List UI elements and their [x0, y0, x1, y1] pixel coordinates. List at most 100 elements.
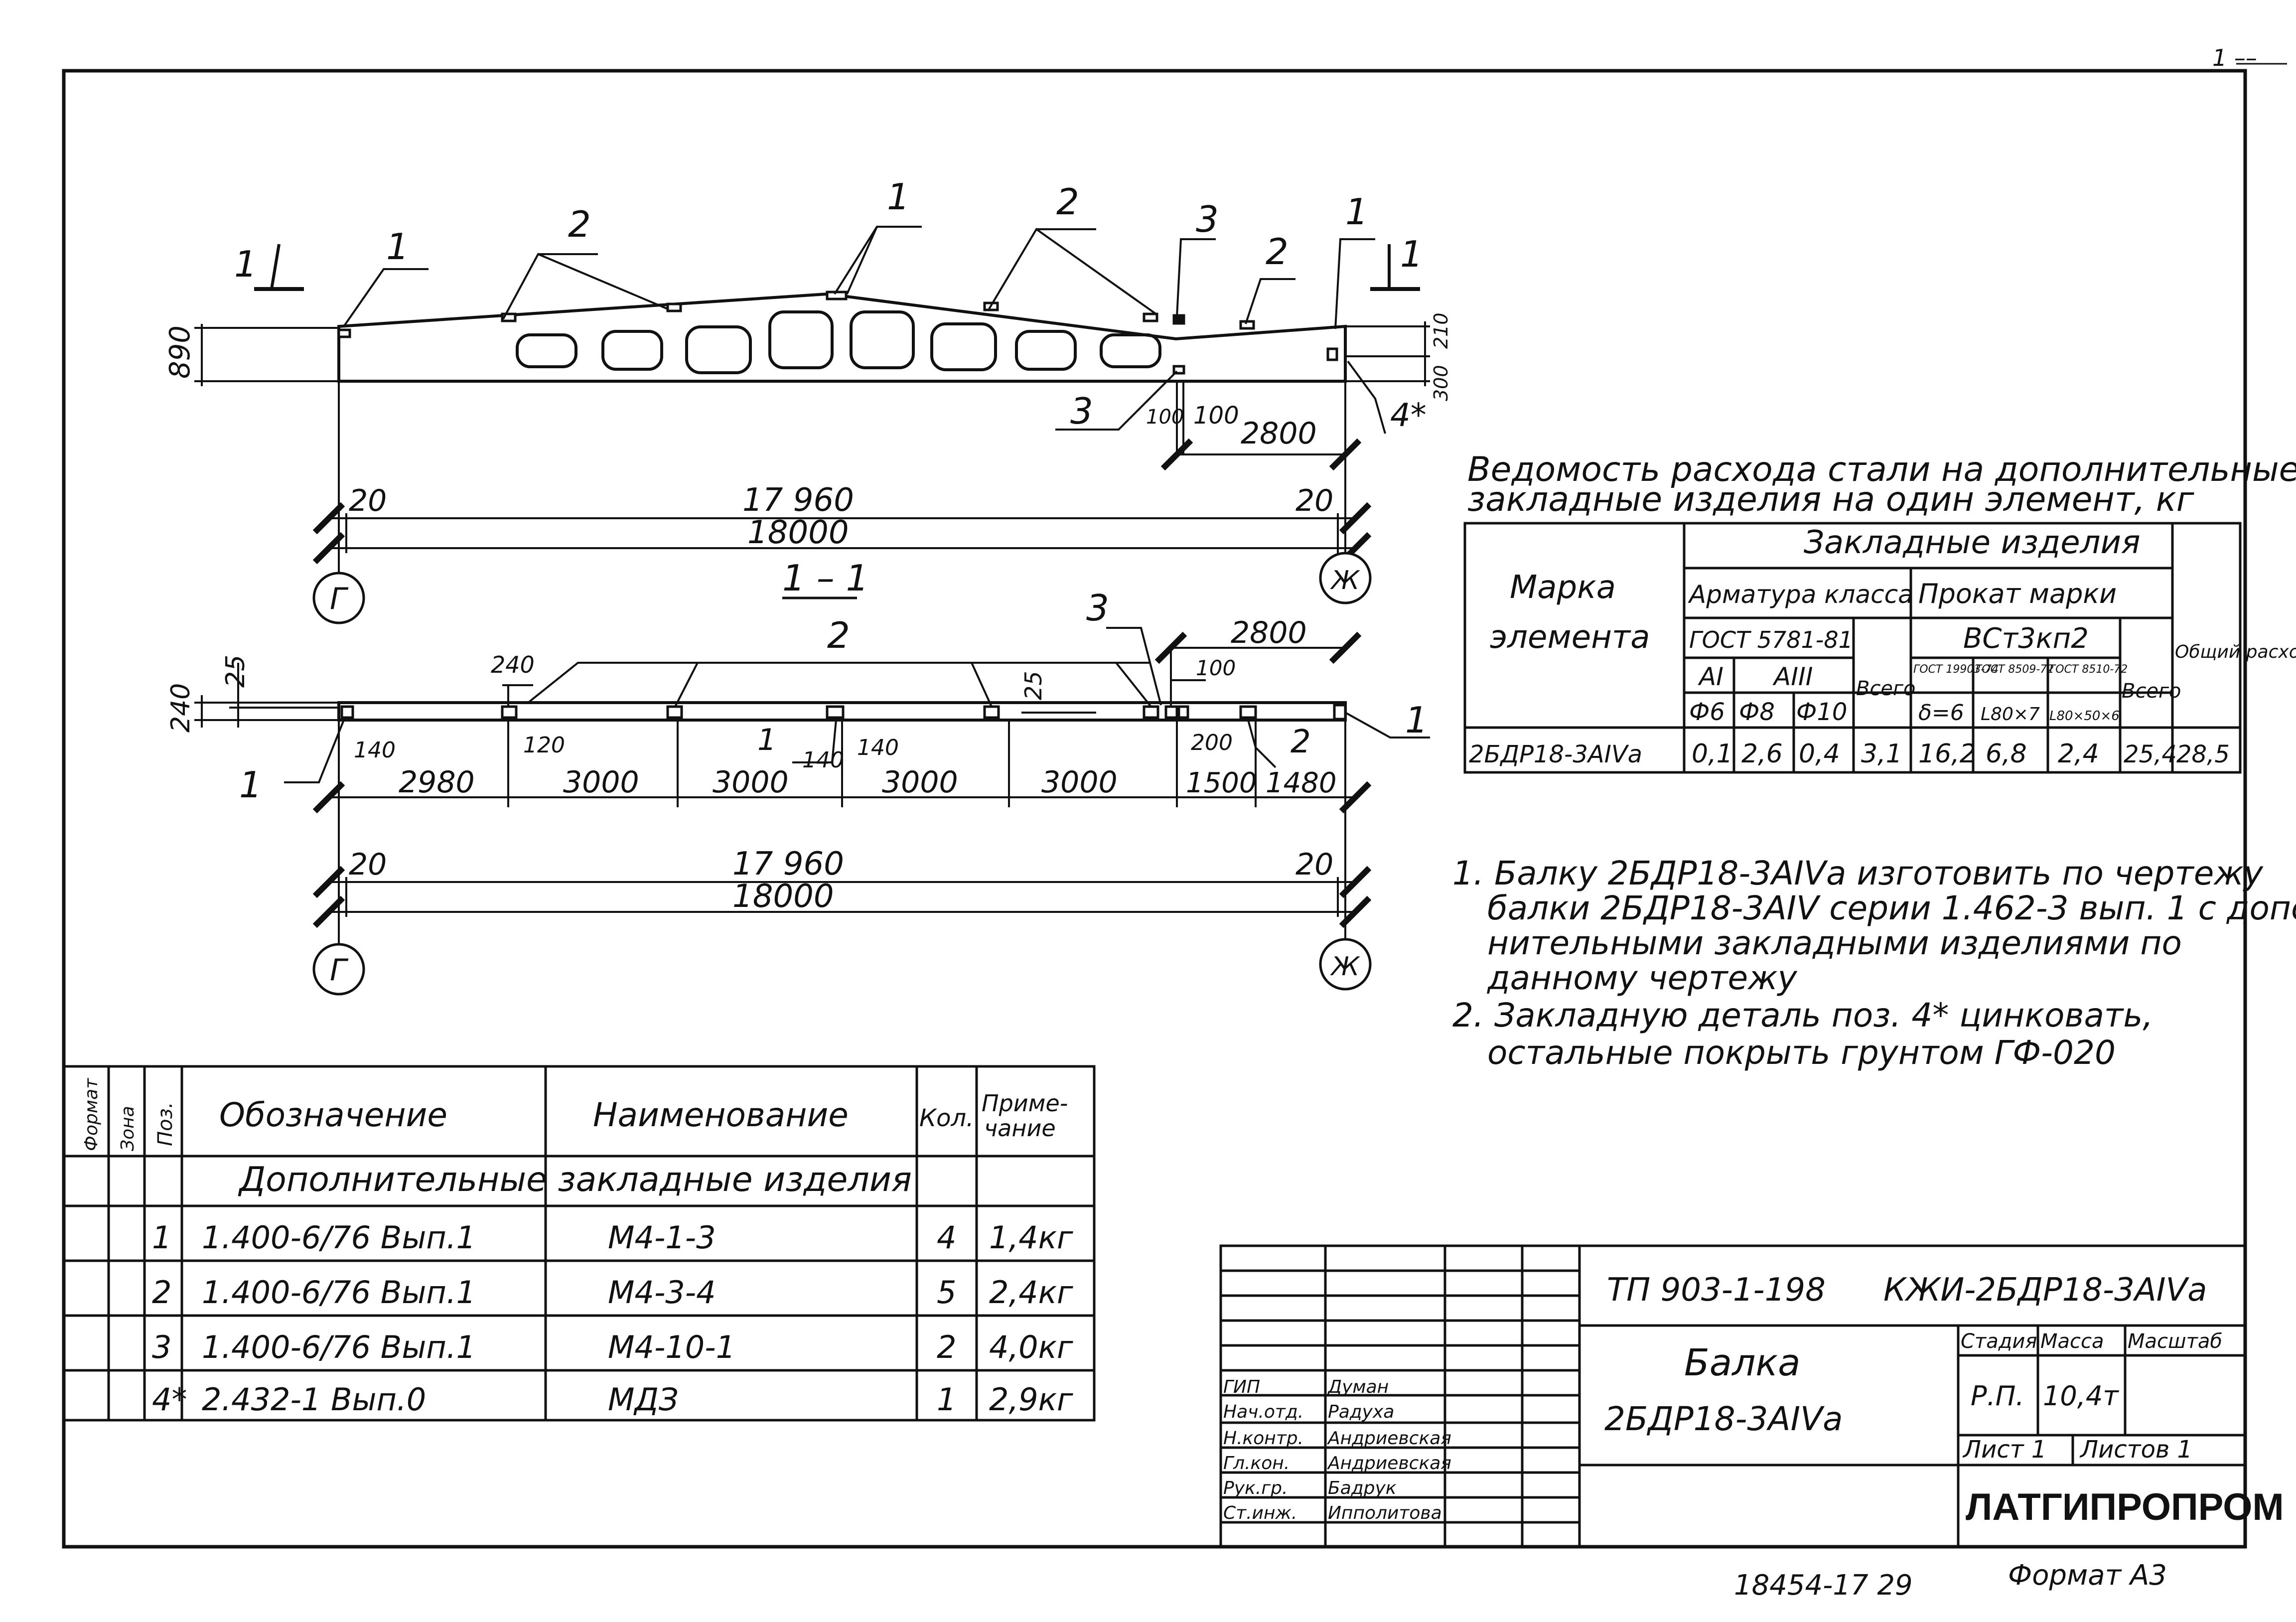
axis-bubble-g-bottom	[312, 943, 365, 996]
staff-role: Нач.отд.	[1223, 1402, 1303, 1422]
staff-name: Андриевская	[1327, 1453, 1451, 1474]
callout-3a: 3	[1196, 198, 1219, 240]
plan-dim-2800: 2800	[1231, 615, 1307, 650]
steel-v-d8: 2,6	[1741, 739, 1783, 769]
steel-title-2: закладные изделия на один элемент, кг	[1467, 480, 2195, 519]
spec-group-title: Дополнительные закладные изделия	[238, 1160, 912, 1199]
plan-callout-3: 3	[1086, 587, 1109, 629]
title-block: ТП 903-1-198 КЖИ-2БДР18-3АIVа Балка 2БДР…	[1219, 1244, 2284, 1548]
plan-dim-100: 100	[1196, 656, 1236, 680]
steel-v-d10: 0,4	[1799, 739, 1840, 769]
corner-mark: 1 ––	[2212, 44, 2257, 71]
dim-17960-bottom: 17 960	[732, 846, 844, 883]
spec-row-designation: 1.400-6/76 Вып.1	[202, 1274, 476, 1311]
steel-v-l80x50: 2,4	[2058, 739, 2099, 769]
tb-project: ТП 903-1-198	[1607, 1272, 1826, 1309]
title-grid	[1219, 1244, 2247, 1548]
steel-h-mark: элемента	[1490, 619, 1650, 656]
notes: 1. Балку 2БДР18-3АIVа изготовить по черт…	[1452, 854, 2296, 1072]
spec-row-note: 4,0кг	[989, 1329, 1073, 1365]
callout-3b: 3	[1070, 390, 1093, 432]
spec-row-name: М4-3-4	[608, 1274, 716, 1311]
callout-4: 4*	[1390, 397, 1427, 434]
steel-h-s6: δ=6	[1918, 700, 1964, 726]
tb-h-stage: Стадия	[1961, 1330, 2037, 1353]
footer-number: 18454-17 29	[1734, 1569, 1913, 1602]
tb-stage: Р.П.	[1971, 1380, 2024, 1412]
spec-row-qty: 5	[937, 1274, 956, 1311]
dim-18000-top: 18000	[747, 514, 849, 551]
dim-20-right-bottom: 20	[1295, 847, 1333, 882]
note-line-1: 1. Балку 2БДР18-3АIVа изготовить по черт…	[1452, 854, 2264, 892]
spec-row-name: М4-10-1	[608, 1329, 735, 1365]
steel-h-total1: Всего	[1856, 677, 1916, 700]
spec-row-note: 1,4кг	[989, 1219, 1073, 1256]
dim-210: 210	[1430, 312, 1452, 349]
tb-mass: 10,4т	[2043, 1380, 2119, 1412]
staff-role: Рук.гр.	[1223, 1478, 1288, 1498]
staff-name: Радуха	[1328, 1402, 1394, 1422]
tb-org: ЛАТГИПРОПРОМ	[1966, 1486, 2284, 1528]
steel-h-aiii: АIII	[1772, 662, 1813, 691]
chain-3000b: 3000	[713, 765, 789, 800]
note-line-2: балки 2БДР18-3АIV серии 1.462-3 вып. 1 с…	[1487, 889, 2296, 927]
spec-h-name: Наименование	[593, 1096, 849, 1134]
steel-row-mark: 2БДР18-3АIVа	[1469, 740, 1642, 768]
plan-dim-200: 200	[1191, 730, 1233, 755]
spec-row-name: М4-1-3	[608, 1219, 716, 1256]
chain-1500: 1500	[1186, 767, 1257, 799]
dim-20-left-top: 20	[349, 483, 387, 518]
spec-row-designation: 1.400-6/76 Вып.1	[202, 1219, 476, 1256]
plan-dim-140c: 140	[857, 735, 899, 760]
dim-20-left-bottom: 20	[349, 847, 387, 882]
steel-v-total2: 25,4	[2124, 740, 2177, 768]
plan-dim-25-left: 25	[221, 655, 251, 688]
sheet-frame	[62, 63, 2287, 1549]
steel-h-ai: АI	[1698, 662, 1723, 691]
spec-row-note: 2,4кг	[989, 1274, 1073, 1311]
steel-h-gost2: ГОСТ 8509-72	[1976, 663, 2054, 676]
chain-3000d: 3000	[1041, 765, 1118, 800]
axis-bubble-zh-top	[1319, 552, 1372, 604]
spec-row-qty: 2	[937, 1329, 956, 1365]
steel-h-d8: Ф8	[1739, 698, 1775, 726]
steel-h-vst: ВСт3кп2	[1963, 622, 2089, 655]
callout-2c: 2	[1266, 231, 1289, 273]
tb-sheet: Лист 1	[1962, 1436, 2046, 1464]
plan-dim-25-right: 25	[1020, 671, 1047, 700]
spec-h-zone: Зона	[118, 1106, 138, 1151]
axis-bubble-g-top	[312, 572, 365, 624]
dim-890: 890	[164, 325, 196, 379]
steel-h-gost5781: ГОСТ 5781-81	[1689, 626, 1853, 653]
steel-v-total1: 3,1	[1861, 739, 1902, 769]
embedded-items-top	[337, 291, 1338, 375]
beam-outline	[337, 292, 1347, 383]
dim-300: 300	[1430, 365, 1452, 401]
section-title: 1 – 1	[782, 557, 868, 599]
chain-3000c: 3000	[882, 765, 958, 800]
steel-h-embedded: Закладные изделия	[1804, 524, 2141, 561]
plan-callout-1-right: 1	[1405, 699, 1428, 741]
plan-dim-140b: 140	[802, 747, 844, 773]
footer-format: Формат А3	[2008, 1559, 2167, 1592]
spec-h-note: чание	[984, 1115, 1056, 1142]
spec-row-qty: 1	[937, 1381, 956, 1418]
spec-row-note: 2,9кг	[989, 1381, 1073, 1418]
dim-17960-top: 17 960	[742, 482, 854, 519]
steel-table: Ведомость расхода стали на дополнительны…	[1463, 450, 2296, 774]
beam-elevation: 1 1 1 2 1 2 3 2 1 3 100 100 2800 4*	[164, 176, 1452, 624]
plan-callout-1-mid: 1	[757, 723, 776, 757]
span-dims	[312, 381, 1372, 573]
spec-h-pos: Поз.	[154, 1102, 177, 1146]
elevation-leaders	[254, 226, 1420, 329]
chain-3000a: 3000	[563, 765, 639, 800]
tb-name-2: 2БДР18-3АIVа	[1604, 1400, 1843, 1438]
spec-table: Формат Зона Поз. Обозначение Наименовани…	[62, 1065, 1096, 1422]
steel-v-l80x7: 6,8	[1986, 739, 2027, 769]
dim-2800-top: 2800	[1241, 416, 1317, 451]
steel-h-mark-1: Марка	[1510, 569, 1616, 606]
chain-2980: 2980	[399, 765, 475, 800]
plan-chain-dims	[312, 720, 1372, 947]
staff-role: Ст.инж.	[1223, 1503, 1297, 1523]
spec-row-pos: 4*	[152, 1381, 187, 1418]
